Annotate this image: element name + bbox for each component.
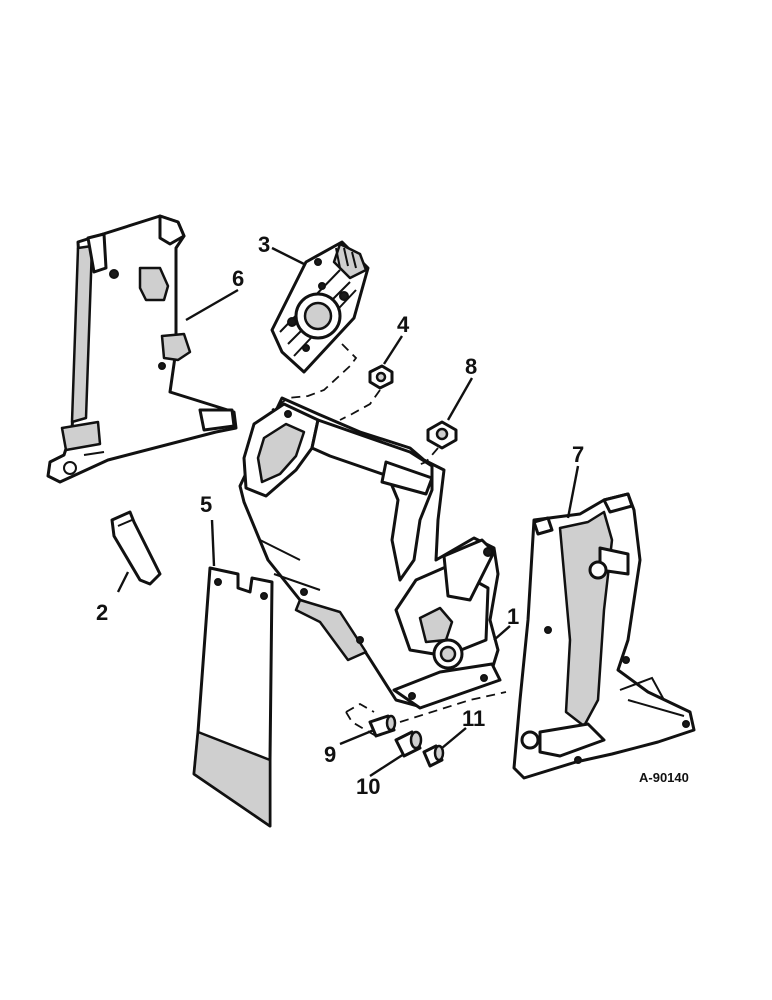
callout-9: 9 (324, 742, 336, 767)
part-6-side-plate (46, 214, 238, 484)
part-3-mounting-plate (270, 240, 370, 374)
callout-6: 6 (232, 266, 244, 291)
figure-reference: A-90140 (639, 770, 689, 785)
callout-1: 1 (507, 604, 519, 629)
part-10-bushing (394, 730, 423, 758)
callout-2: 2 (96, 600, 108, 625)
part-1-main-housing (238, 396, 502, 710)
part-2-clip (110, 510, 162, 586)
callouts: 1 2 3 4 5 6 7 8 9 10 11 (96, 232, 584, 799)
part-11-pin (422, 744, 445, 768)
part-5-shield-plate (192, 566, 274, 828)
leader-lines (116, 246, 580, 778)
part-7-side-housing (512, 492, 696, 780)
callout-5: 5 (200, 492, 212, 517)
callout-3: 3 (258, 232, 270, 257)
part-4-nut (368, 364, 394, 390)
assembly-guide-lines (271, 343, 507, 737)
callout-8: 8 (465, 354, 477, 379)
part-9-pin (368, 714, 397, 738)
callout-11: 11 (462, 706, 485, 731)
callout-10: 10 (356, 774, 380, 799)
part-8-flange-nut (426, 420, 458, 450)
callout-4: 4 (397, 312, 410, 337)
callout-7: 7 (572, 442, 584, 467)
